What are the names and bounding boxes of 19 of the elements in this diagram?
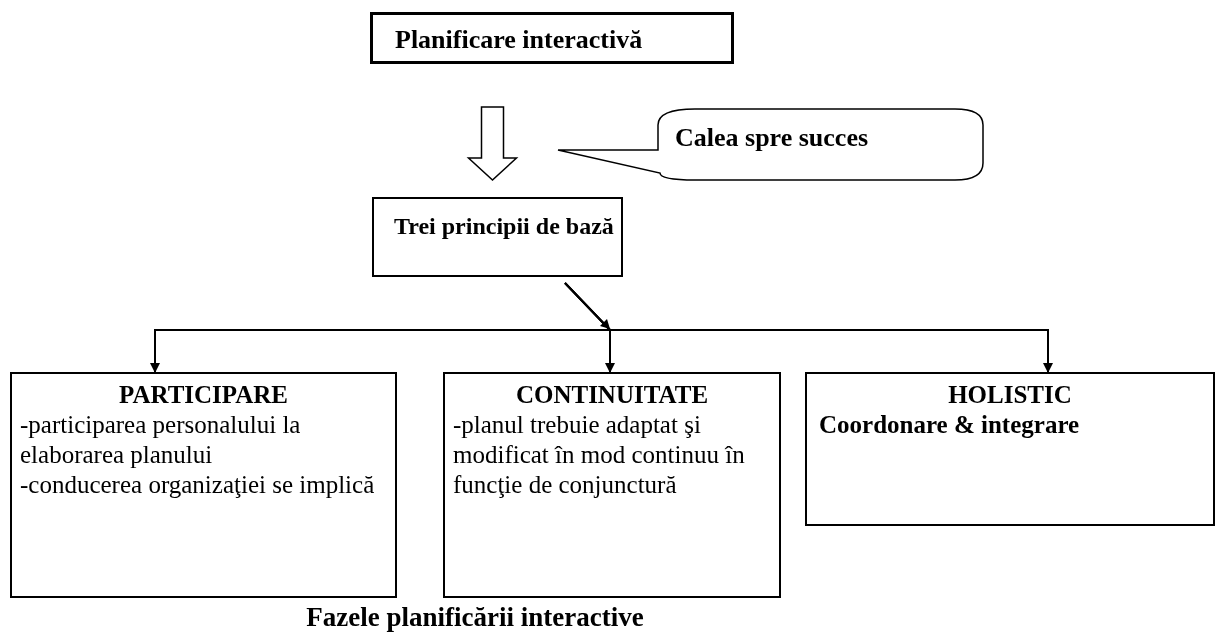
principle-box (10, 372, 397, 598)
title-box (370, 12, 734, 64)
principle-heading: HOLISTIC (947, 380, 1073, 410)
diagram-caption: Fazele planificării interactive (305, 602, 645, 633)
principle-heading: CONTINUITATE (514, 380, 710, 410)
principle-subtitle: Coordonare & integrare (818, 410, 1081, 440)
box-title: Trei principii de bază (394, 212, 615, 241)
principle-box (443, 372, 781, 598)
principle-heading: PARTICIPARE (118, 380, 289, 410)
principle-description: -participarea personalului la elaborarea planului (20, 410, 302, 470)
callout-text: Calea spre succes (675, 123, 870, 153)
connector-arrow (564, 282, 1053, 373)
principles-box (372, 197, 623, 277)
callout-bubble (555, 105, 987, 183)
box-title: Planificare interactivă (395, 25, 644, 55)
principle-description: -planul trebuie adaptat şi modificat în mod continuu în funcţie de conjunctură (453, 410, 746, 500)
principle-box (805, 372, 1215, 526)
block-arrow (466, 106, 519, 181)
principle-description: -conducerea organizaţiei se implică (20, 470, 376, 500)
